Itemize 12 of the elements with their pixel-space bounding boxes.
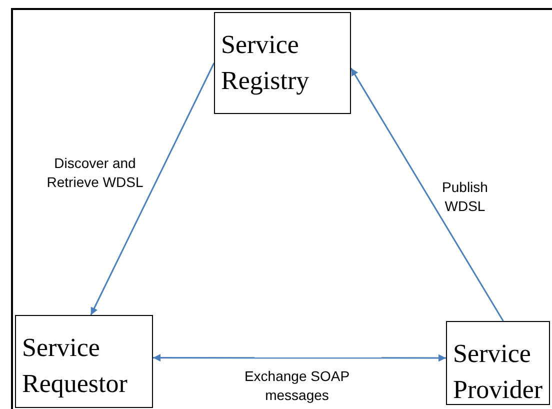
node-text: Service Registry <box>221 29 310 97</box>
edge-label: Discover and Retrieve WDSL <box>46 154 144 192</box>
arrow <box>350 68 504 322</box>
process-box <box>446 321 550 405</box>
edge-label: Publish WDSL <box>441 178 489 216</box>
process-box <box>15 315 153 408</box>
arrow <box>153 354 446 362</box>
edge-label: Exchange SOAP messages <box>243 367 351 405</box>
node-text: Service Provider <box>453 338 543 406</box>
node-text: Service Requestor <box>22 332 128 400</box>
arrow <box>90 62 215 316</box>
process-box <box>214 12 351 114</box>
